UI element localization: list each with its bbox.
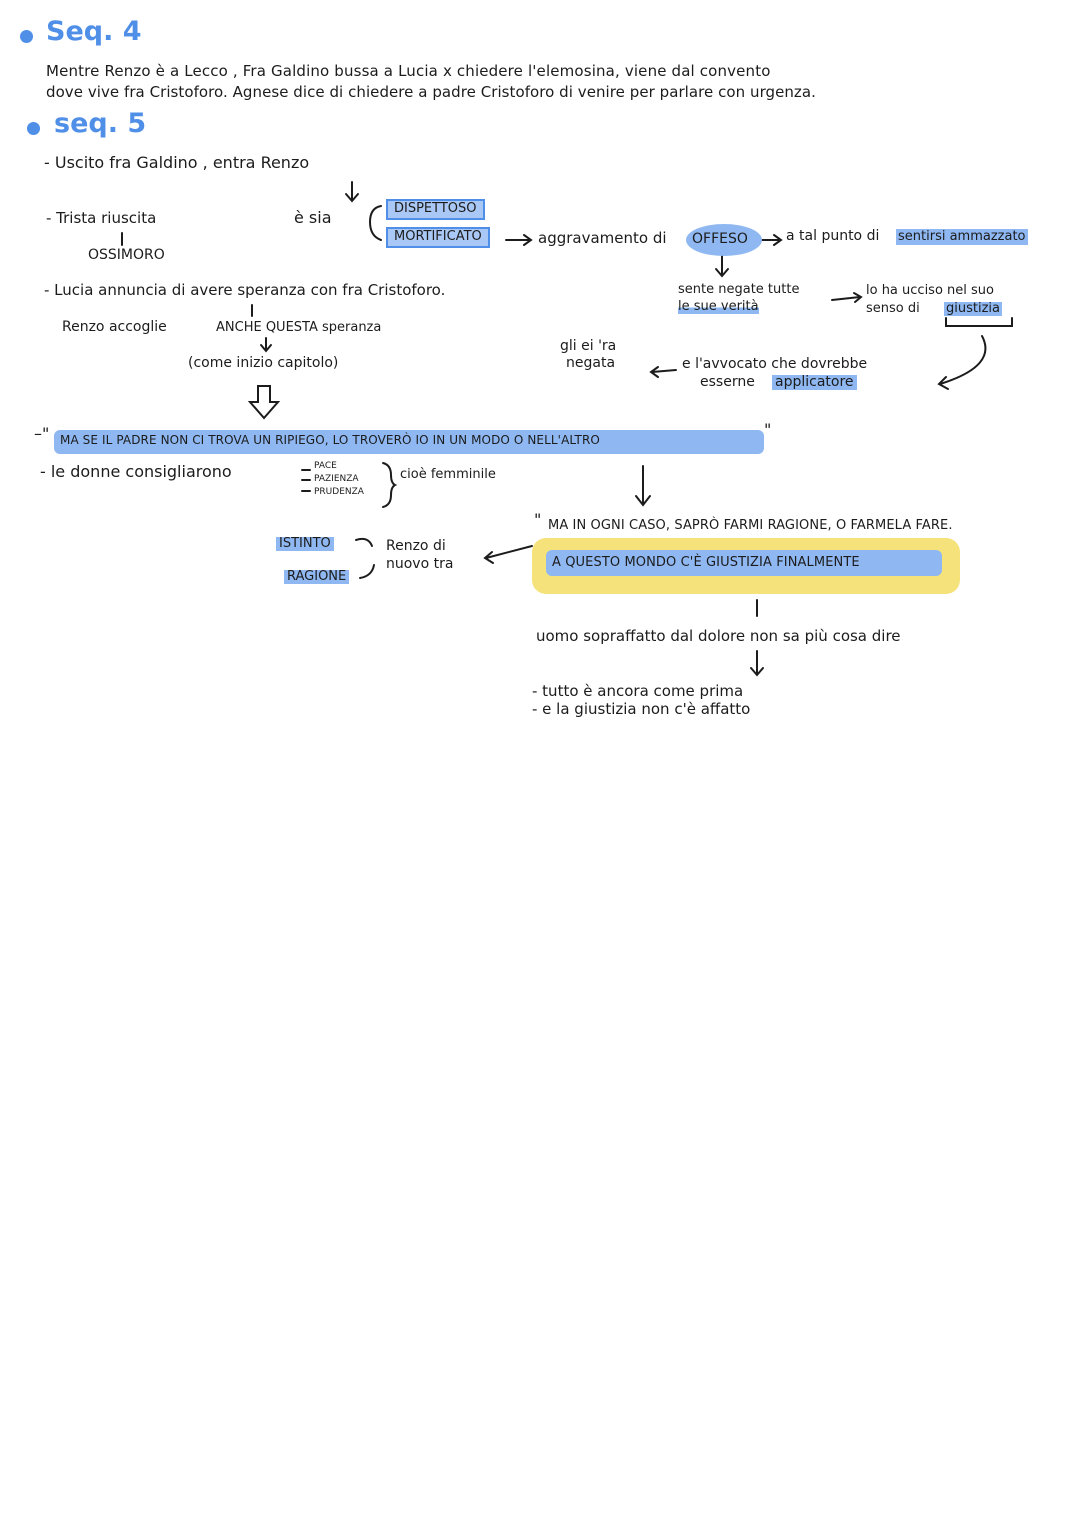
tal-punto-label: a tal punto di (786, 228, 880, 244)
giustizia-label: giustizia (944, 301, 1002, 316)
offeso-oval (686, 224, 762, 256)
sentirsi-ammazzato: sentirsi ammazzato (896, 229, 1028, 245)
come-inizio-capitolo: (come inizio capitolo) (188, 355, 339, 371)
uomo-sopraffatto: uomo sopraffatto dal dolore non sa più c… (536, 627, 901, 645)
quote2-line1: MA IN OGNI CASO, SAPRÒ FARMI RAGIONE, O … (548, 518, 953, 533)
dash-mark: –" (34, 424, 50, 443)
offeso-label: OFFESO (692, 231, 748, 247)
quote1-text: MA SE IL PADRE NON CI TROVA UN RIPIEGO, … (60, 433, 600, 447)
quote2-highlight (546, 550, 942, 576)
uscito-line: - Uscito fra Galdino , entra Renzo (44, 153, 310, 172)
seq5-heading: seq. 5 (54, 108, 147, 139)
pazienza-label: PAZIENZA (314, 474, 359, 484)
applicatore-label: applicatore (772, 375, 857, 390)
avvocato-line1: e l'avvocato che dovrebbe (682, 356, 868, 372)
cioe-femminile: cioè femminile (400, 467, 496, 482)
quote2-line2: A QUESTO MONDO C'È GIUSTIZIA FINALMENTE (552, 555, 860, 570)
le-sue-verita-label: le sue verità (678, 299, 759, 314)
e-sia-label: è sia (294, 208, 332, 227)
ossimoro-label: OSSIMORO (88, 247, 165, 263)
renzo-di-nuovo-line2: nuovo tra (386, 556, 454, 572)
sente-negate-label: sente negate tutte (678, 282, 800, 297)
anche-questa-speranza: ANCHE QUESTA speranza (216, 320, 382, 335)
seq4-line1: Mentre Renzo è a Lecco , Fra Galdino bus… (46, 62, 771, 80)
quote2-open: " (534, 510, 542, 529)
avvocato-line2: esserne (700, 374, 755, 390)
negata-label: negata (566, 355, 616, 371)
lo-ha-ucciso-label: lo ha ucciso nel suo (866, 283, 994, 298)
bullet-icon (27, 122, 40, 135)
senso-di-label: senso di (866, 301, 920, 316)
tutto-come-prima: - tutto è ancora come prima (532, 682, 744, 700)
giustizia-non-ce: - e la giustizia non c'è affatto (532, 700, 751, 718)
istinto-label: ISTINTO (276, 537, 334, 551)
quote1-close: " (764, 420, 772, 439)
trista-riuscita: - Trista riuscita (46, 209, 157, 227)
lucia-line: - Lucia annuncia di avere speranza con f… (44, 281, 446, 299)
gli-era-label: gli ei 'ra (560, 338, 617, 354)
seq4-heading: Seq. 4 (46, 16, 142, 47)
mortificato-box: MORTIFICATO (386, 227, 490, 248)
renzo-accoglie: Renzo accoglie (62, 319, 167, 335)
quote1-highlight (54, 430, 764, 454)
pace-label: PACE (314, 461, 337, 471)
ragione-label: RAGIONE (284, 570, 350, 584)
aggravamento-label: aggravamento di (538, 229, 667, 247)
renzo-di-nuovo-line1: Renzo di (386, 538, 446, 554)
seq4-line2: dove vive fra Cristoforo. Agnese dice di… (46, 83, 816, 101)
donne-line: - le donne consigliarono (40, 462, 232, 481)
bullet-icon (20, 30, 33, 43)
dispettoso-box: DISPETTOSO (386, 199, 485, 220)
prudenza-label: PRUDENZA (314, 487, 364, 497)
